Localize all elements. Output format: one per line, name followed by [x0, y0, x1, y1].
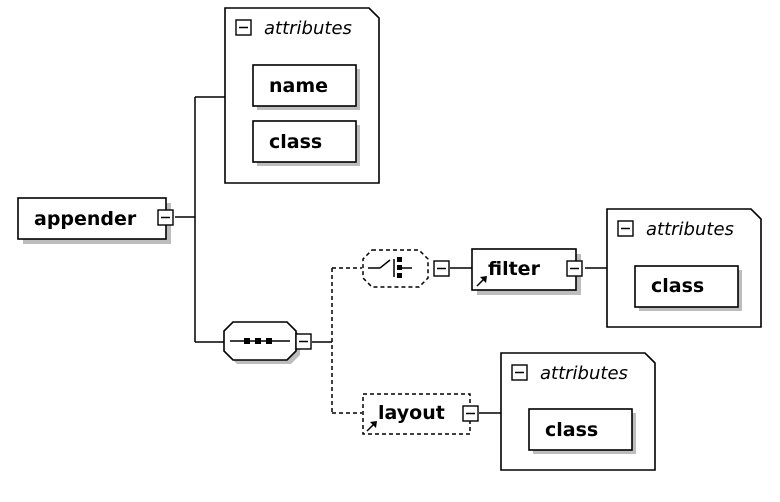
attributes-toggle[interactable] — [617, 220, 634, 237]
root-collapse-toggle[interactable] — [157, 209, 174, 226]
attribute-class[interactable]: class — [634, 265, 742, 311]
filter-attributes-group: attributes class — [606, 208, 762, 328]
sequence-collapse-toggle[interactable] — [295, 333, 312, 350]
attribute-name-label: name — [269, 75, 328, 97]
sequence-compositor[interactable] — [223, 321, 312, 364]
attribute-class[interactable]: class — [528, 408, 636, 454]
reference-arrow-icon — [476, 276, 487, 287]
layout-attributes-group: attributes class — [500, 352, 656, 471]
choice-collapse-toggle[interactable] — [433, 260, 450, 277]
attribute-class-label: class — [269, 131, 322, 153]
attributes-header: attributes — [540, 363, 628, 384]
filter-collapse-toggle[interactable] — [566, 260, 583, 277]
sequence-compositor-icon — [230, 338, 290, 344]
root-attributes-group: attributes name class — [224, 7, 380, 184]
attribute-class-label: class — [545, 419, 598, 441]
attributes-header: attributes — [264, 18, 352, 39]
connector-lines — [175, 96, 607, 414]
attributes-header: attributes — [646, 219, 734, 240]
attributes-toggle[interactable] — [511, 364, 528, 381]
optional-choice-compositor[interactable] — [362, 249, 450, 288]
attribute-class-label: class — [651, 275, 704, 297]
attribute-class[interactable]: class — [252, 120, 360, 166]
attribute-name[interactable]: name — [252, 64, 360, 110]
layout-label: layout — [378, 402, 445, 424]
element-filter[interactable]: filter — [471, 248, 583, 295]
attributes-toggle[interactable] — [235, 19, 252, 36]
root-element-label: appender — [34, 208, 137, 230]
layout-collapse-toggle[interactable] — [462, 405, 479, 422]
root-element-appender[interactable]: appender — [17, 197, 174, 244]
reference-arrow-icon — [366, 421, 377, 432]
optional-choice-compositor-icon — [368, 257, 412, 278]
filter-label: filter — [488, 258, 541, 280]
element-layout[interactable]: layout — [362, 393, 479, 435]
